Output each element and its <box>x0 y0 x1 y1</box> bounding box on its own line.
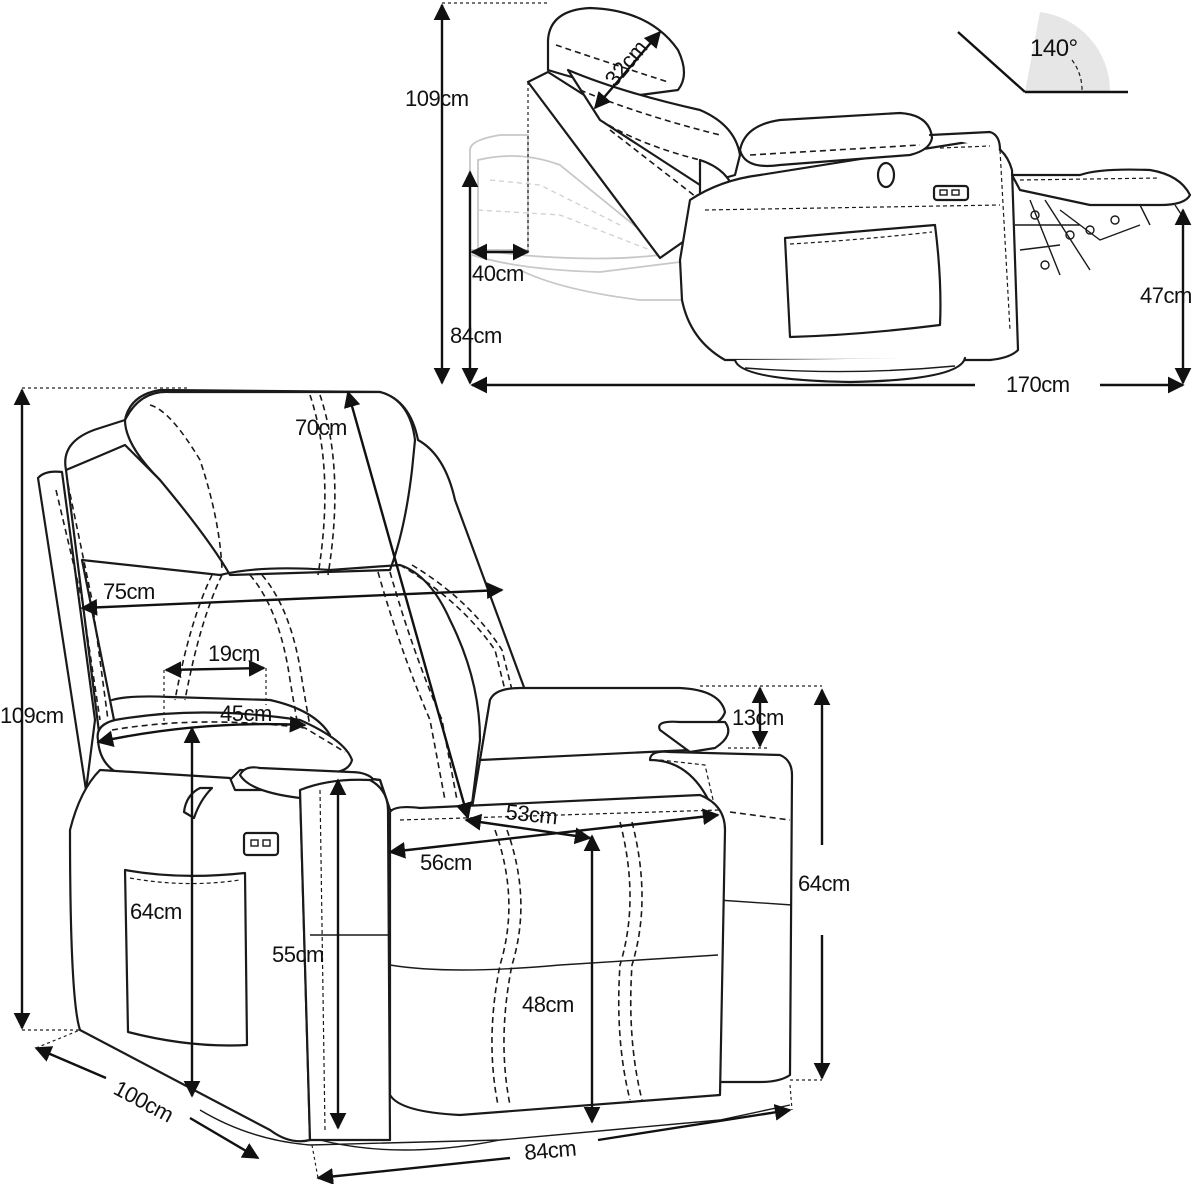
swivel-base <box>199 1104 791 1151</box>
reclined-length-label: 170cm <box>1006 372 1070 397</box>
arm-height-label: 64cm <box>130 899 182 924</box>
back-height-label: 70cm <box>295 415 347 440</box>
back-width-label: 75cm <box>103 579 155 604</box>
recliner-body-side <box>678 111 1020 384</box>
front-total-height-label: 109cm <box>0 703 64 728</box>
side-height-label: 64cm <box>798 871 850 896</box>
seat-width-label: 56cm <box>420 850 472 875</box>
pocket-width-label: 19cm <box>208 641 260 666</box>
dimension-labels: 140° 109cm 32cm 40cm 84cm 47cm 170cm 109… <box>0 35 1192 1165</box>
depth-label: 100cm <box>110 1075 178 1127</box>
recline-angle-icon <box>957 12 1128 94</box>
front-view-recliner <box>13 387 831 1185</box>
seat-height-label: 48cm <box>522 992 574 1017</box>
back-offset-label: 40cm <box>472 261 524 286</box>
recline-angle-label: 140° <box>1030 35 1078 62</box>
side-view-recliner <box>433 2 1192 394</box>
left-armrest <box>68 695 392 1143</box>
side-dimensions <box>433 2 1192 394</box>
width-label: 84cm <box>523 1136 577 1165</box>
extended-footrest <box>1010 168 1192 276</box>
footrest-height-label: 47cm <box>1140 283 1192 308</box>
seat-cushion <box>388 793 727 1117</box>
armrest-length-label: 45cm <box>220 701 272 726</box>
seat-back-height-label: 84cm <box>450 323 502 348</box>
armrest-thickness-label: 13cm <box>732 705 784 730</box>
front-dimensions <box>13 387 831 1185</box>
inner-arm-height-label: 55cm <box>272 942 324 967</box>
side-total-height-label: 109cm <box>405 86 469 111</box>
seat-depth-label: 53cm <box>504 799 558 829</box>
